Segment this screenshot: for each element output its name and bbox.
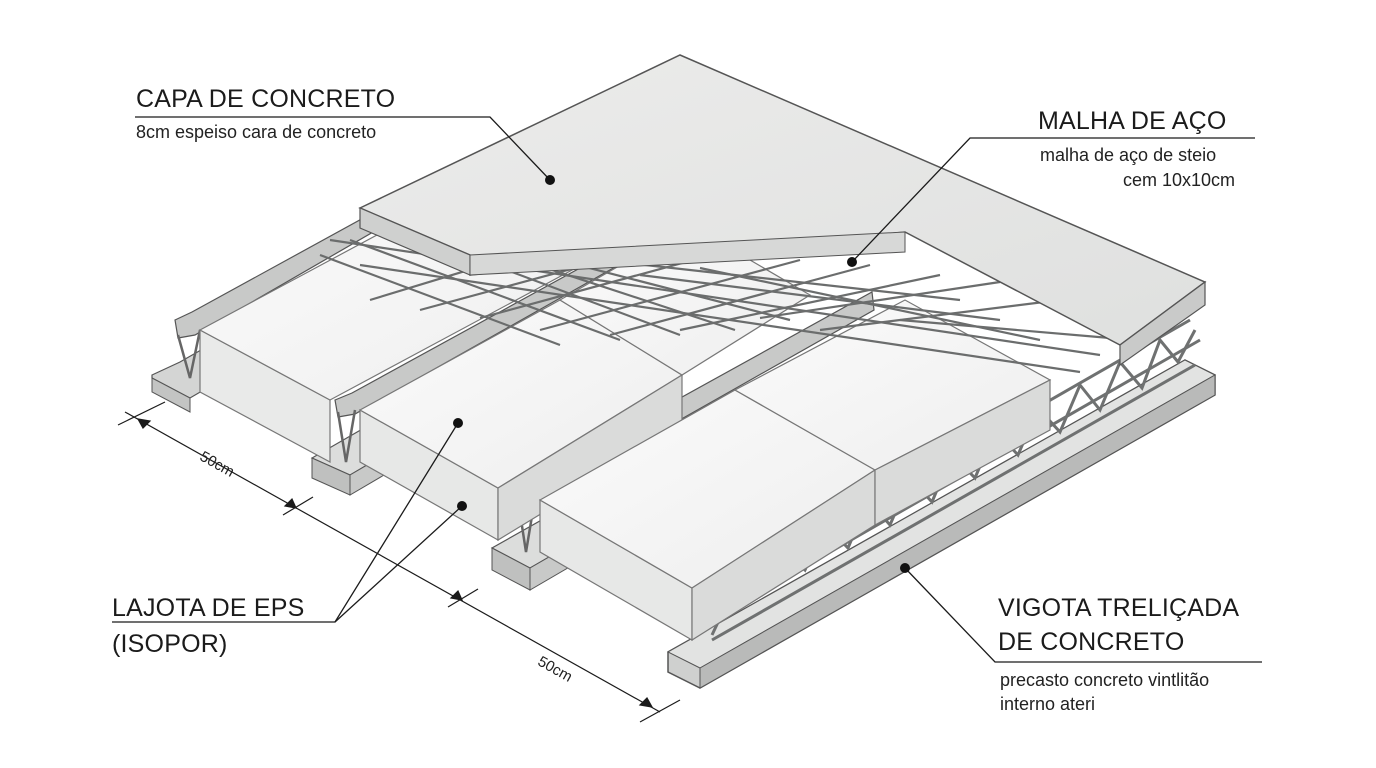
leader-dots bbox=[453, 175, 910, 573]
vigota-title-line2: DE CONCRETO bbox=[998, 628, 1185, 656]
lajota-title: LAJOTA DE EPS bbox=[112, 594, 305, 622]
capa-title: CAPA DE CONCRETO bbox=[136, 85, 396, 113]
vigota-desc-line1: precasto concreto vintlitão bbox=[1000, 670, 1210, 690]
malha-desc-line2: cem 10x10cm bbox=[1123, 170, 1236, 190]
right-edge-beam bbox=[666, 359, 1217, 689]
capa-desc: 8cm espeiso cara de concreto bbox=[136, 122, 377, 142]
malha-desc-line1: malha de aço de steio bbox=[1040, 145, 1217, 165]
leaders bbox=[112, 116, 1262, 663]
lajota-subtitle: (ISOPOR) bbox=[112, 630, 228, 658]
vigota-desc-line2: interno ateri bbox=[1000, 694, 1096, 714]
concrete-topping bbox=[358, 54, 1207, 367]
malha-title: MALHA DE AÇO bbox=[1038, 107, 1227, 135]
vigota-title-line1: VIGOTA TRELIÇADA bbox=[998, 594, 1240, 622]
dimension-lines bbox=[117, 401, 681, 723]
